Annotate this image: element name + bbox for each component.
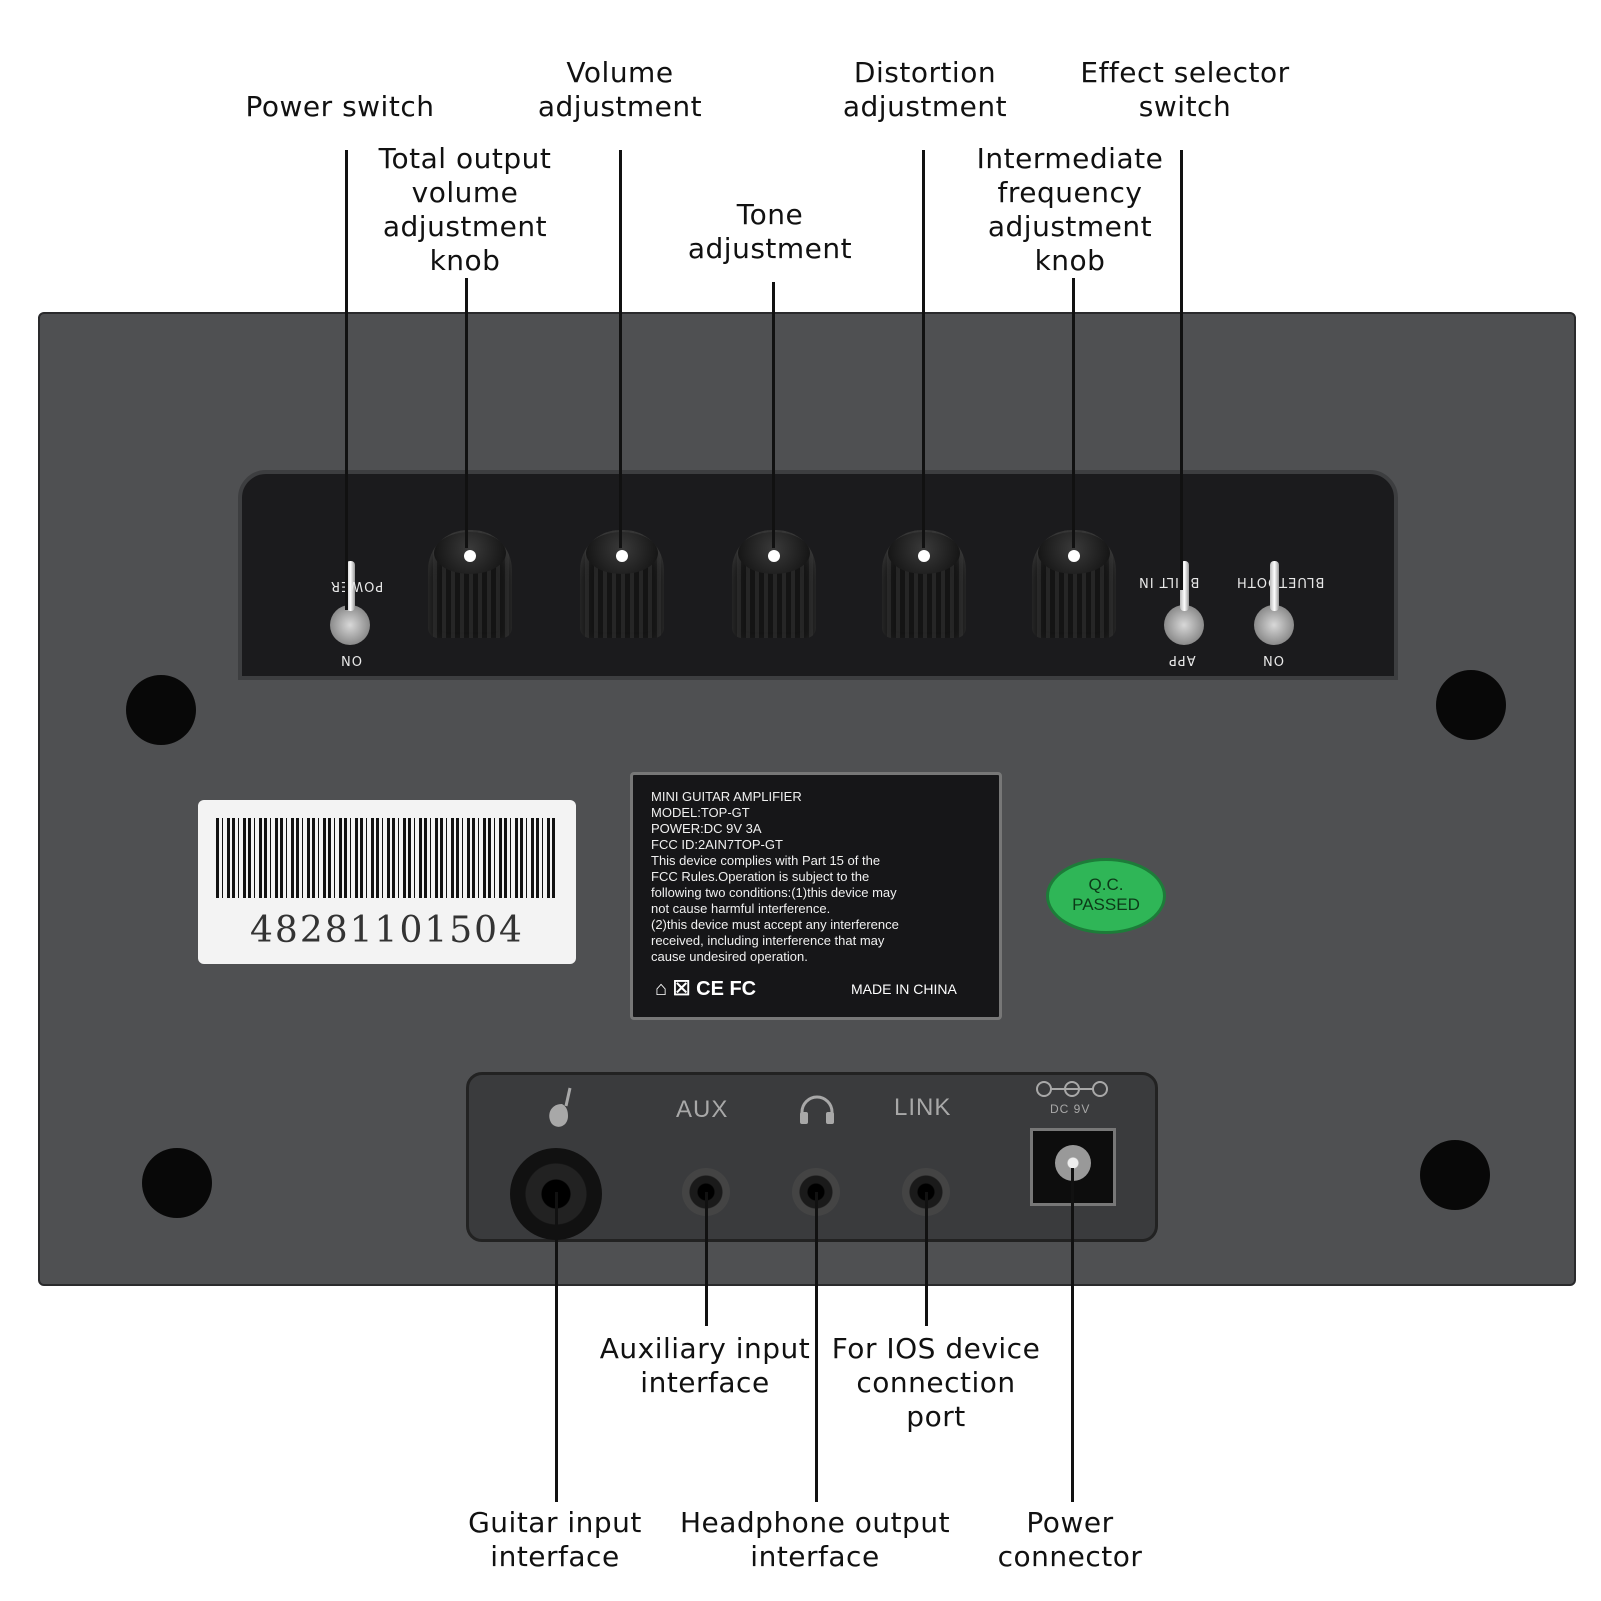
dc-polarity-icon	[1036, 1081, 1108, 1097]
spec-line: received, including interference that ma…	[651, 933, 885, 948]
callout-effect-selector: Effect selector switch	[1080, 56, 1290, 123]
certification-marks-icon: ⌂ ☒ CE FC	[655, 978, 757, 1000]
spec-line: This device complies with Part 15 of the	[651, 853, 881, 868]
screw-hole-bottom-left	[142, 1148, 212, 1218]
leader-power-switch	[345, 150, 348, 610]
distortion-knob[interactable]	[882, 530, 966, 638]
control-panel	[238, 470, 1398, 680]
callout-distortion: Distortion adjustment	[842, 56, 1008, 123]
bluetooth-on-text: ON	[1262, 652, 1284, 667]
bluetooth-switch[interactable]	[1254, 561, 1294, 645]
guitar-icon	[549, 1087, 572, 1127]
app-text: APP	[1168, 652, 1196, 667]
callout-guitar-input: Guitar input interface	[468, 1506, 642, 1573]
power-text: POWER	[330, 578, 384, 593]
qc-line1: Q.C.	[1088, 875, 1124, 894]
callout-total-output-volume: Total output volume adjustment knob	[378, 142, 552, 277]
intermediate-frequency-knob[interactable]	[1032, 530, 1116, 638]
screw-hole-top-right	[1436, 670, 1506, 740]
qc-passed-sticker: Q.C. PASSED	[1046, 858, 1166, 934]
leader-effect-selector	[1180, 150, 1183, 590]
spec-line: cause undesired operation.	[651, 949, 808, 964]
spec-line: FCC Rules.Operation is subject to the	[651, 869, 870, 884]
spec-line: (2)this device must accept any interfere…	[651, 917, 899, 932]
leader-tone	[772, 282, 775, 548]
leader-intermediate-frequency	[1072, 278, 1075, 548]
callout-power-switch: Power switch	[245, 90, 435, 123]
leader-total-output-volume	[465, 278, 468, 548]
leader-guitar-input	[555, 1192, 558, 1502]
leader-power-connector	[1071, 1168, 1074, 1502]
spec-line: following two conditions:(1)this device …	[651, 885, 897, 900]
made-in-text: MADE IN CHINA	[851, 981, 957, 997]
callout-auxiliary-input: Auxiliary input interface	[599, 1332, 811, 1399]
callout-tone: Tone adjustment	[687, 198, 853, 265]
built-in-text: BUILT IN	[1138, 574, 1200, 589]
spec-line: MODEL:TOP-GT	[651, 805, 750, 820]
barcode-label: 48281101504	[198, 800, 576, 964]
total-output-volume-knob[interactable]	[428, 530, 512, 638]
volume-knob[interactable]	[580, 530, 664, 638]
screw-hole-top-left	[126, 675, 196, 745]
leader-distortion	[922, 150, 925, 548]
qc-line2: PASSED	[1072, 895, 1140, 914]
spec-line: FCC ID:2AIN7TOP-GT	[651, 837, 783, 852]
callout-ios-port: For IOS device connection port	[831, 1332, 1041, 1433]
effect-selector-switch[interactable]	[1164, 561, 1204, 645]
power-switch[interactable]	[330, 561, 370, 645]
power-on-text: ON	[340, 652, 362, 667]
spec-line: MINI GUITAR AMPLIFIER	[651, 789, 802, 804]
dc-label: DC 9V	[1050, 1102, 1091, 1116]
leader-volume	[619, 150, 622, 548]
barcode-icon	[216, 818, 556, 898]
leader-auxiliary-input	[705, 1192, 708, 1326]
callout-power-connector: Power connector	[997, 1506, 1143, 1573]
spec-line: not cause harmful interference.	[651, 901, 831, 916]
callout-headphone-output: Headphone output interface	[679, 1506, 951, 1573]
link-label: LINK	[894, 1094, 952, 1121]
headphone-icon	[800, 1095, 834, 1124]
aux-label: AUX	[676, 1096, 729, 1123]
leader-ios-port	[925, 1192, 928, 1326]
bluetooth-text: BLUETOOTH	[1236, 574, 1325, 589]
barcode-number: 48281101504	[250, 910, 524, 951]
spec-line: POWER:DC 9V 3A	[651, 821, 762, 836]
screw-hole-bottom-right	[1420, 1140, 1490, 1210]
spec-label: MINI GUITAR AMPLIFIER MODEL:TOP-GT POWER…	[630, 772, 1002, 1020]
callout-intermediate-frequency: Intermediate frequency adjustment knob	[976, 142, 1164, 277]
callout-volume: Volume adjustment	[537, 56, 703, 123]
leader-headphone-output	[815, 1192, 818, 1502]
